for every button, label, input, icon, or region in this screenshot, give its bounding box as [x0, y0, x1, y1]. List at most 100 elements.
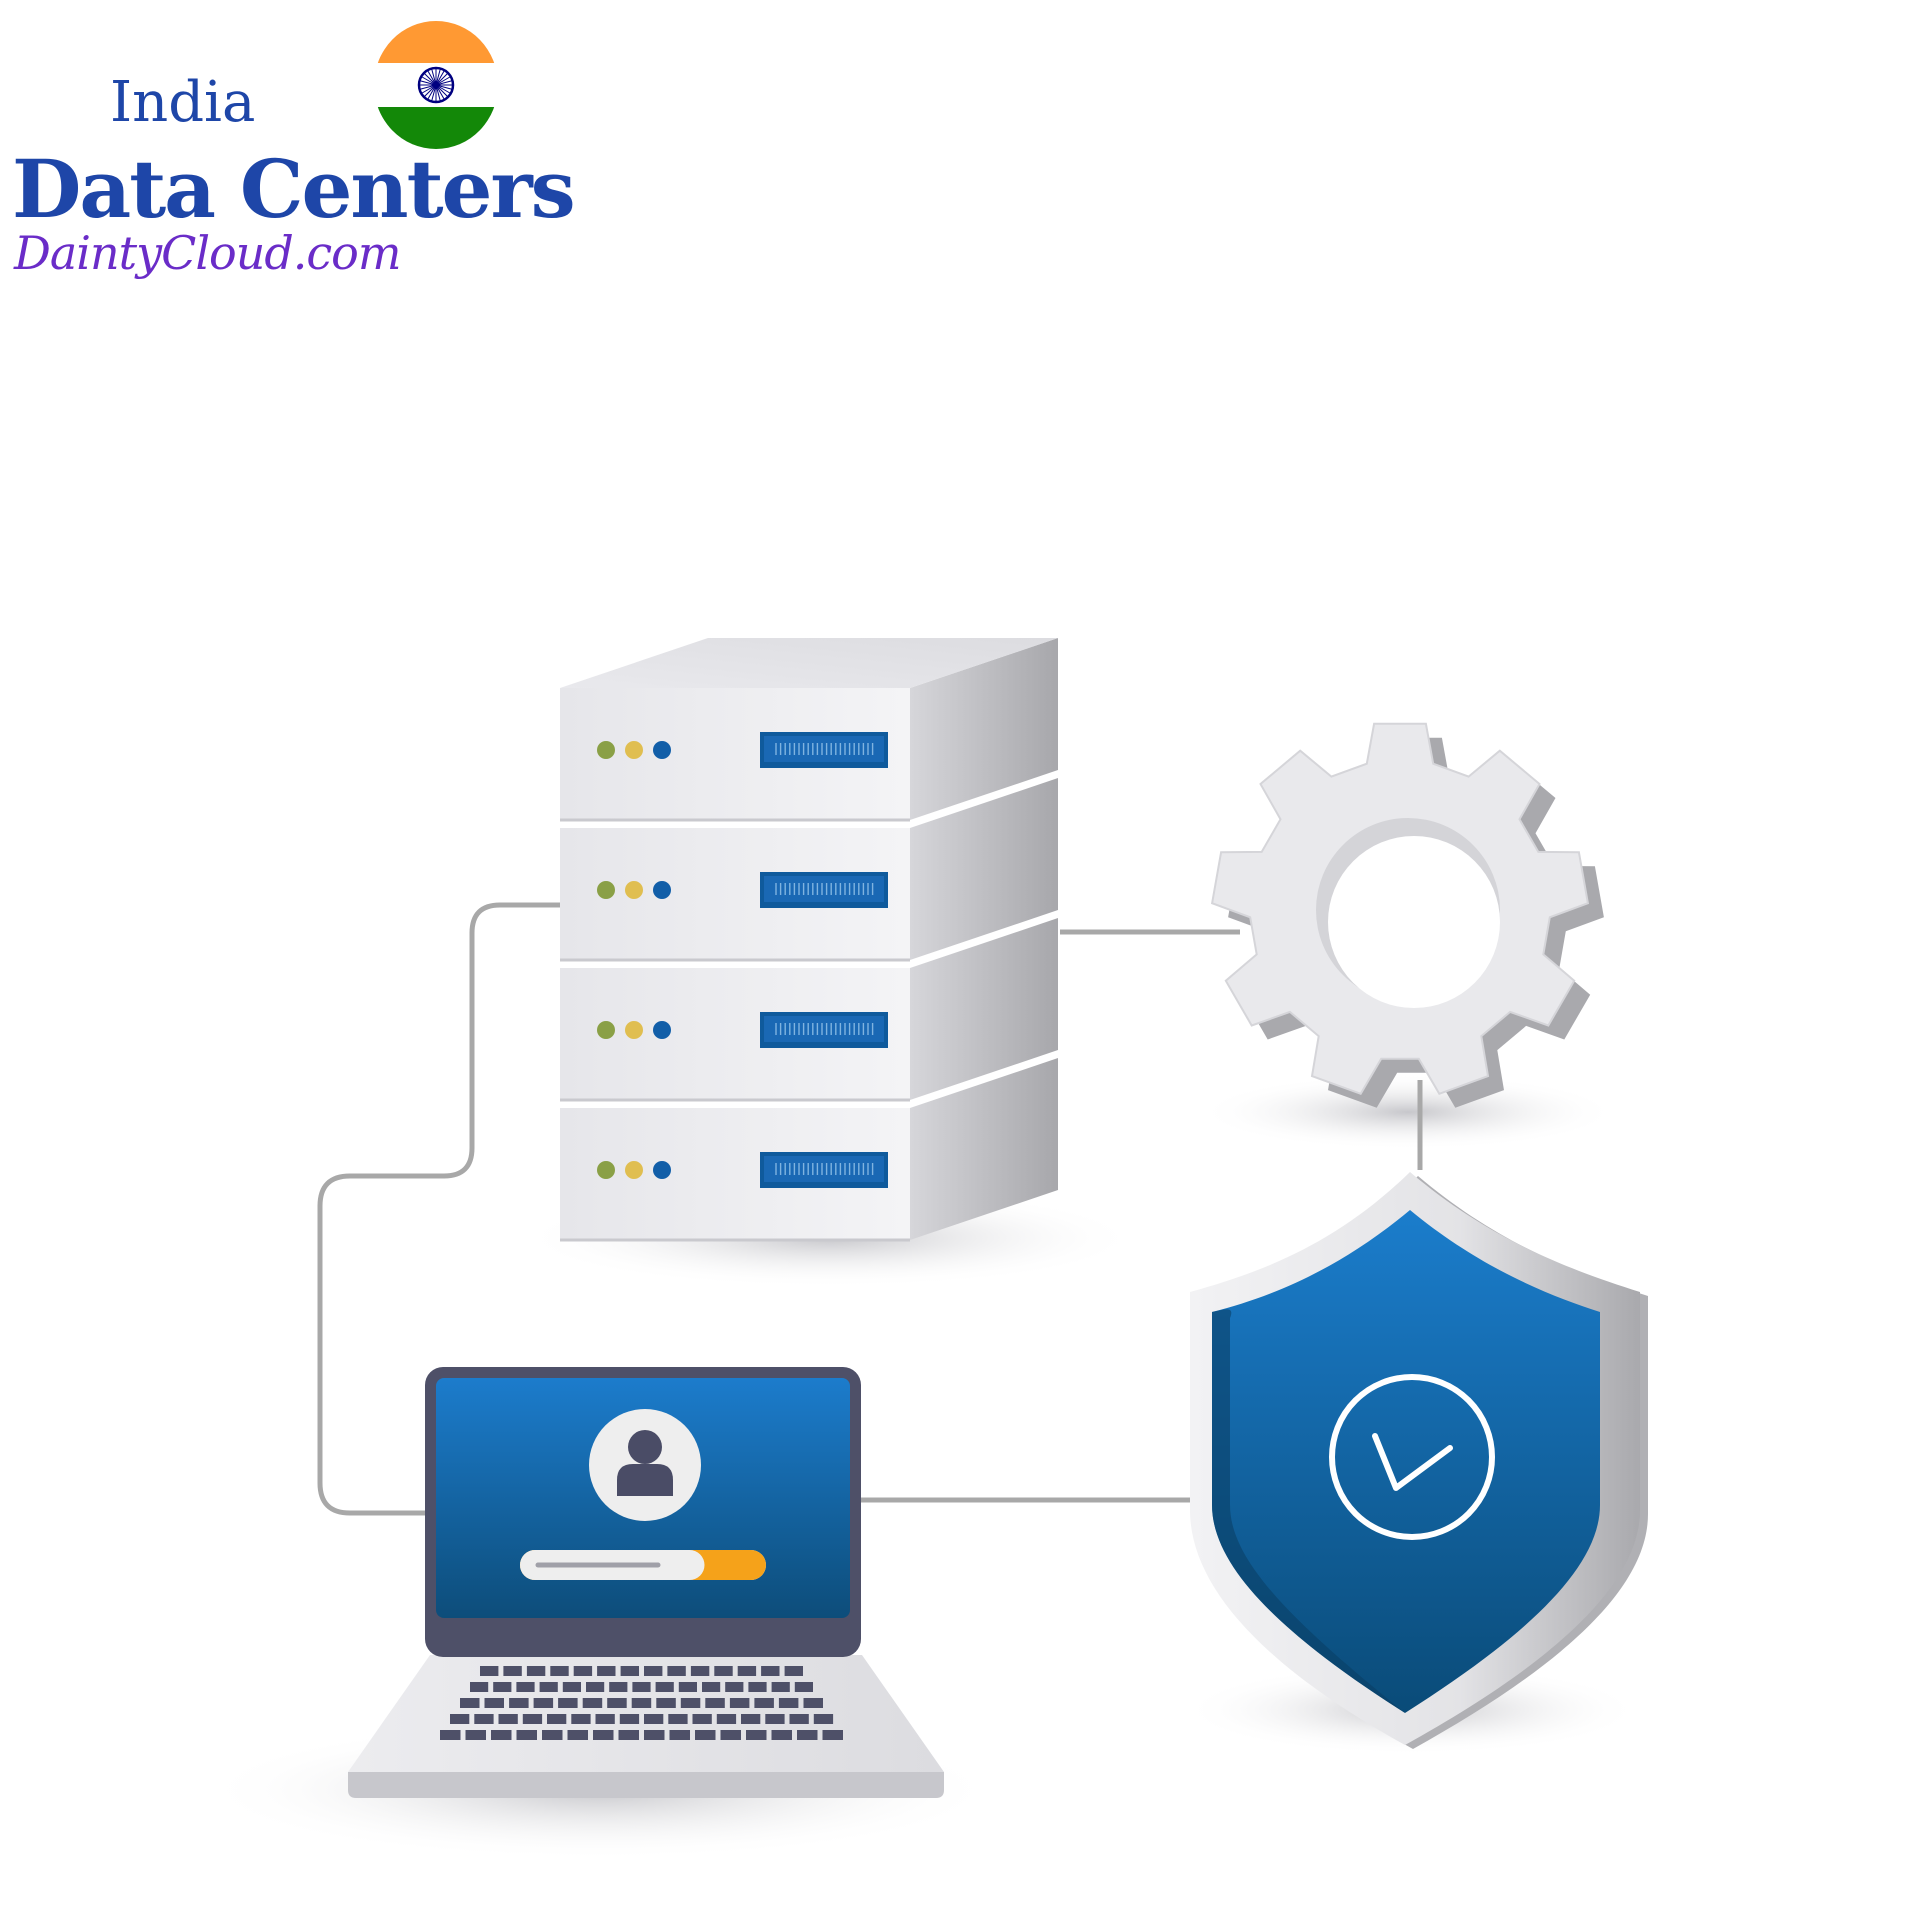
- keyboard-key: [620, 1666, 639, 1676]
- keyboard-key: [761, 1666, 780, 1676]
- keyboard-key: [746, 1730, 767, 1740]
- keyboard-key: [550, 1666, 569, 1676]
- keyboard-key: [822, 1730, 843, 1740]
- server-port: [764, 1016, 884, 1042]
- keyboard-key: [720, 1730, 741, 1740]
- server-port: [764, 1156, 884, 1182]
- server-unit-side: [910, 1058, 1058, 1240]
- chakra-spoke: [423, 72, 437, 86]
- gear-shadow: [1198, 1074, 1618, 1150]
- keyboard-key: [789, 1714, 809, 1724]
- keyboard-key: [539, 1682, 558, 1692]
- keyboard-key: [794, 1682, 813, 1692]
- keyboard-key: [509, 1698, 529, 1708]
- server-unit-side: [910, 778, 1058, 960]
- laptop-icon: [348, 1367, 944, 1798]
- keyboard-key: [784, 1666, 803, 1676]
- server-rack-icon: [560, 638, 1058, 1242]
- keyboard-key: [669, 1730, 690, 1740]
- server-led: [625, 881, 643, 899]
- keyboard-key: [562, 1682, 581, 1692]
- keyboard-key: [692, 1714, 712, 1724]
- chakra-spoke: [431, 84, 437, 102]
- server-led: [597, 1161, 615, 1179]
- keyboard-key: [533, 1698, 554, 1708]
- brand-logo: India Data Centers DaintyCloud.com: [0, 0, 576, 290]
- server-led: [653, 741, 671, 759]
- chakra-spoke: [435, 72, 449, 86]
- chakra-spoke: [435, 84, 449, 98]
- keyboard-key: [725, 1682, 744, 1692]
- keyboard-key: [644, 1730, 665, 1740]
- chakra-spoke: [427, 70, 437, 86]
- keyboard-key: [542, 1730, 563, 1740]
- server-top-face: [560, 638, 1058, 688]
- keyboard-key: [593, 1730, 614, 1740]
- chakra-spoke: [431, 68, 437, 86]
- keyboard-key: [516, 1730, 537, 1740]
- keyboard-key: [460, 1698, 480, 1708]
- keyboard-key: [571, 1714, 591, 1724]
- keyboard-key: [440, 1730, 461, 1740]
- keyboard-key: [668, 1714, 688, 1724]
- keyboard-key: [741, 1714, 761, 1724]
- chakra-spoke: [435, 84, 453, 90]
- chakra-spoke: [419, 84, 437, 90]
- keyboard-key: [597, 1666, 616, 1676]
- keyboard-key: [778, 1698, 799, 1708]
- chakra-spoke: [435, 84, 451, 94]
- server-led: [653, 881, 671, 899]
- keyboard-key: [797, 1730, 818, 1740]
- server-led: [653, 1021, 671, 1039]
- connector-server-laptop: [317, 902, 565, 1516]
- keyboard-key: [771, 1682, 790, 1692]
- check-icon: [1372, 1433, 1453, 1491]
- shield-check-circle: [1329, 1374, 1495, 1540]
- keyboard-key: [474, 1714, 494, 1724]
- keyboard-key: [465, 1730, 486, 1740]
- logo-site-name: DaintyCloud.com: [14, 226, 401, 280]
- chakra-spoke: [435, 80, 453, 86]
- keyboard-key: [729, 1698, 750, 1708]
- keyboard-key: [695, 1730, 716, 1740]
- keyboard-key: [558, 1698, 578, 1708]
- chakra-spoke: [435, 68, 441, 86]
- server-unit: [560, 918, 1058, 1102]
- keyboard-key: [803, 1698, 823, 1708]
- chakra-spoke: [435, 70, 445, 86]
- keyboard-key: [813, 1714, 834, 1724]
- shield-check-icon: [1190, 1172, 1648, 1749]
- server-port: [764, 876, 884, 902]
- keyboard-key: [644, 1666, 663, 1676]
- server-unit: [560, 778, 1058, 962]
- server-led: [625, 1021, 643, 1039]
- keyboard-key: [582, 1698, 603, 1708]
- keyboard-key: [702, 1682, 721, 1692]
- server-unit-side: [910, 638, 1058, 820]
- keyboard-key: [480, 1666, 499, 1676]
- keyboard-key: [491, 1730, 512, 1740]
- keyboard-key: [470, 1682, 489, 1692]
- keyboard-key: [493, 1682, 512, 1692]
- keyboard-key: [567, 1730, 588, 1740]
- keyboard-key: [655, 1682, 674, 1692]
- keyboard-key: [607, 1698, 627, 1708]
- keyboard-key: [484, 1698, 504, 1708]
- keyboard-key: [737, 1666, 757, 1676]
- chakra-spoke: [435, 84, 445, 100]
- keyboard-key: [619, 1714, 640, 1724]
- chakra-spoke: [419, 80, 437, 86]
- ashoka-chakra-icon: [417, 66, 455, 104]
- keyboard-key: [690, 1666, 710, 1676]
- chakra-spoke: [427, 84, 437, 100]
- laptop-keyboard: [440, 1666, 843, 1740]
- keyboard-key: [644, 1714, 664, 1724]
- server-port: [764, 736, 884, 762]
- keyboard-key: [632, 1682, 651, 1692]
- server-led: [597, 881, 615, 899]
- keyboard-key: [503, 1666, 522, 1676]
- keyboard-key: [678, 1682, 697, 1692]
- keyboard-key: [705, 1698, 725, 1708]
- keyboard-key: [498, 1714, 518, 1724]
- chakra-spoke: [421, 76, 437, 86]
